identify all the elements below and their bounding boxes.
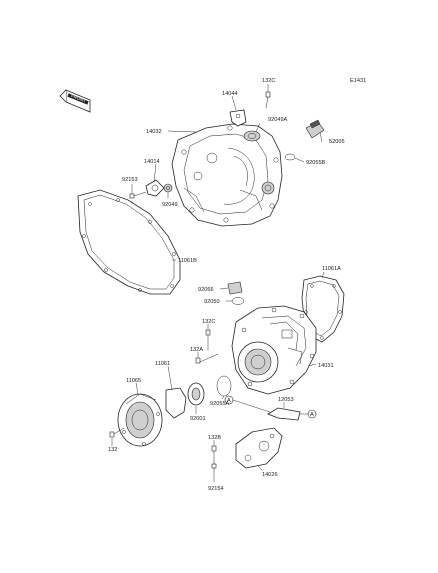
bolt-132C-mid	[205, 329, 211, 350]
bolt-92154	[211, 463, 217, 478]
cover-14014	[145, 179, 165, 197]
front-arrow-icon: FRONT	[59, 89, 91, 113]
plug-92066	[227, 281, 243, 295]
svg-text:A: A	[227, 398, 231, 404]
gasket-11061A	[301, 275, 345, 343]
label-92050: 92050	[204, 299, 220, 305]
cover-14031	[231, 305, 317, 395]
label-14044: 14044	[222, 91, 238, 97]
label-14014: 14014	[144, 159, 160, 165]
label-11065: 11065	[126, 378, 141, 384]
oring-92055B	[284, 153, 296, 161]
bolt-132A	[195, 353, 219, 364]
label-132C-mid: 132C	[202, 319, 215, 325]
label-52005: 52005	[329, 139, 345, 145]
leader-lines	[111, 84, 325, 482]
cover-11065	[117, 393, 163, 447]
label-132A: 132A	[190, 347, 203, 353]
part-14044-bracket	[229, 109, 247, 127]
guide-12053	[267, 407, 301, 421]
front-label: FRONT	[70, 93, 86, 104]
label-11061: 11061	[155, 361, 170, 367]
label-132: 132	[108, 447, 117, 453]
ref-marker-a-right: A	[307, 409, 317, 419]
gasket-11061B-inner	[83, 194, 175, 290]
label-92001: 92001	[190, 416, 206, 422]
gasket-11061	[165, 387, 187, 419]
label-14031: 14031	[318, 363, 334, 369]
oring-92050	[231, 297, 245, 305]
bolt-132	[109, 427, 125, 438]
label-92066: 92066	[198, 287, 214, 293]
label-11061A: 11061A	[322, 266, 341, 272]
label-14026: 14026	[262, 472, 278, 478]
label-132C-top: 132C	[262, 78, 275, 84]
label-92049A: 92049A	[268, 117, 288, 123]
label-12053: 12053	[278, 397, 294, 403]
label-92154: 92154	[208, 486, 224, 492]
bolt-132C-top	[265, 91, 271, 109]
cap-92001	[187, 382, 205, 406]
label-11061B: 11061B	[178, 258, 197, 264]
label-92055B: 92055B	[306, 160, 326, 166]
gasket-11061B-holes	[82, 198, 176, 292]
clutch-cover-upper	[171, 123, 283, 227]
cap-52005	[305, 119, 325, 139]
label-132B: 132B	[208, 435, 221, 441]
oring-92055A	[216, 375, 232, 397]
gasket-11061A-inner	[305, 280, 340, 337]
svg-text:A: A	[310, 412, 314, 418]
label-92049: 92049	[162, 202, 178, 208]
label-92153: 92153	[122, 177, 138, 183]
diagram-code: E1431	[350, 78, 366, 84]
bracket-14026	[235, 427, 283, 469]
gasket-11061B	[77, 189, 181, 295]
gasket-11061A-holes	[304, 284, 342, 340]
seal-92049	[163, 183, 173, 193]
bolt-92153	[129, 191, 147, 199]
bolt-132B	[211, 445, 217, 464]
label-14032: 14032	[146, 129, 162, 135]
seal-92049A	[243, 130, 261, 142]
label-92055A: 92055A	[210, 401, 230, 407]
